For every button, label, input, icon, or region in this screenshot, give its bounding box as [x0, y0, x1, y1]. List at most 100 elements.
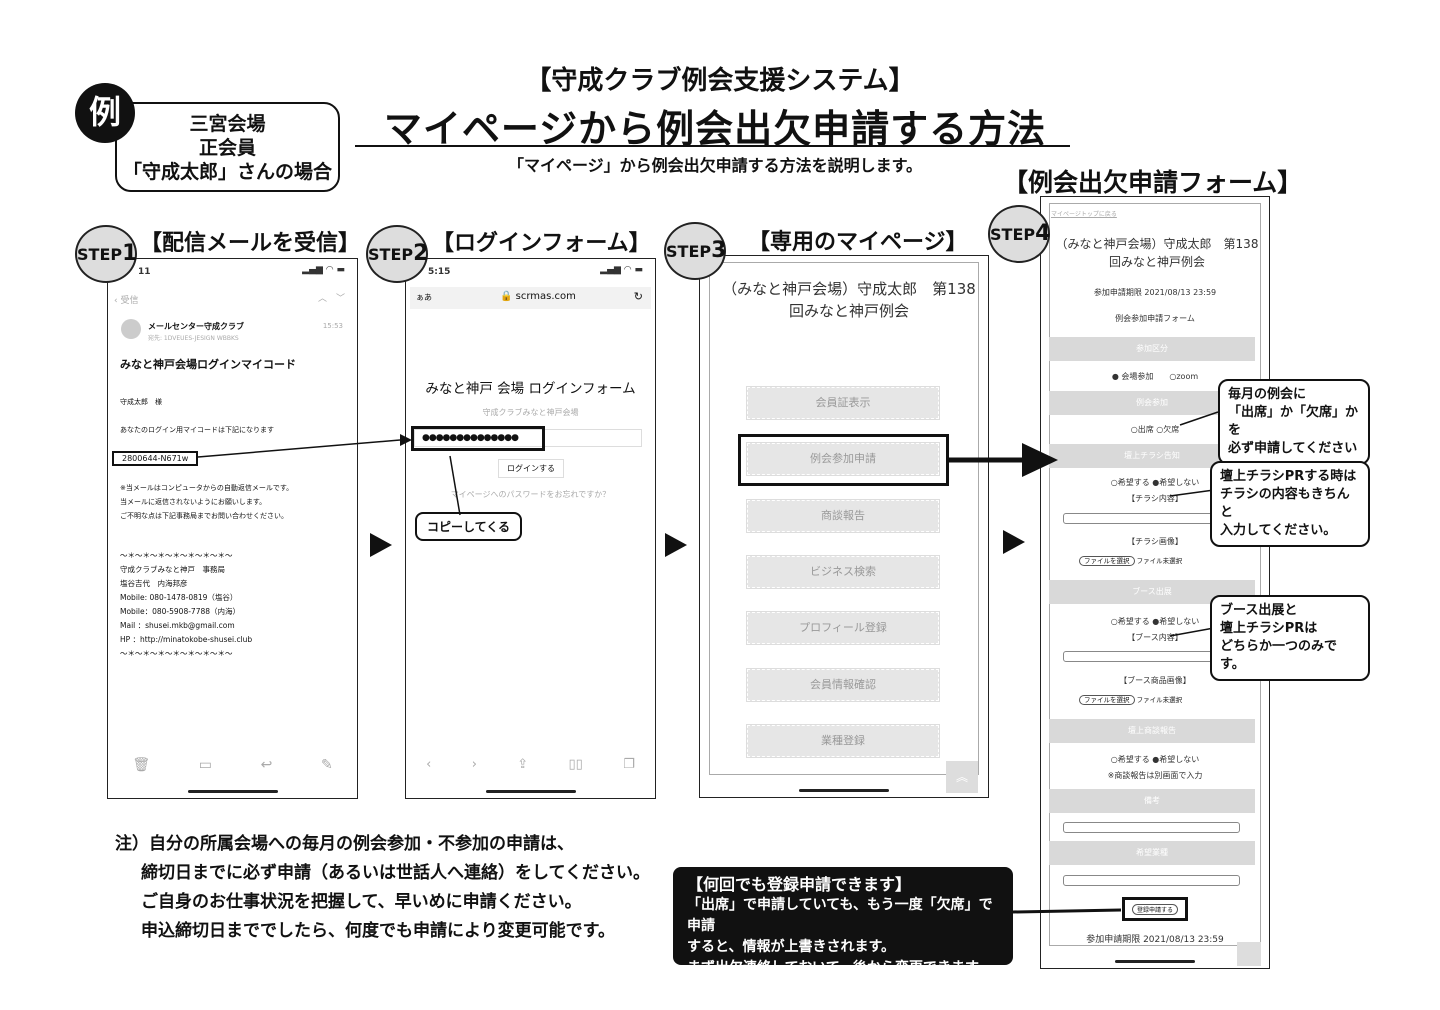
- callout-line: ブース出展と: [1220, 603, 1298, 618]
- sender: メールセンター守成クラブ: [148, 322, 244, 331]
- talk-note: ※商談報告は別画面で入力: [1107, 771, 1203, 780]
- file-button[interactable]: ファイルを選択: [1079, 556, 1135, 566]
- bookmarks-icon[interactable]: ▯▯: [568, 757, 583, 772]
- back-to-inbox[interactable]: ‹ 受信: [114, 296, 139, 306]
- flyer-content-label: 【チラシ内容】: [1127, 494, 1183, 503]
- back-icon[interactable]: ‹: [426, 757, 432, 772]
- nav-arrows[interactable]: ︿ ﹀: [317, 294, 345, 304]
- note-line: 締切日までに必ず申請（あるいは世話人へ連絡）をしてください。: [141, 863, 650, 883]
- folder-icon[interactable]: ▭: [198, 757, 212, 773]
- reload-icon[interactable]: ↻: [633, 290, 643, 303]
- login-code: 2800644-N671w: [112, 451, 199, 466]
- menu-industry[interactable]: 業種登録: [746, 724, 940, 758]
- participation-radio[interactable]: ● 会場参加 ○zoom: [1111, 372, 1199, 381]
- menu-member-card[interactable]: 会員証表示: [746, 386, 940, 420]
- callout-line: どちらか一つのみです。: [1220, 639, 1338, 672]
- attendance-callout: 毎月の例会に「出席」か「欠席」かを必ず申請してください: [1218, 379, 1370, 465]
- industry-input[interactable]: [1063, 875, 1240, 886]
- callout-line: 毎月の例会に: [1228, 387, 1307, 402]
- note-line: 注）自分の所属会場への毎月の例会参加・不参加の申請は、: [115, 834, 574, 854]
- forward-icon[interactable]: ›: [471, 757, 477, 772]
- callout-line: 壇上チラシPRする時は: [1220, 469, 1357, 484]
- radio-label: 希望する: [1117, 755, 1150, 764]
- text-size-button[interactable]: ぁあ: [416, 293, 432, 302]
- step4-title: 【例会出欠申請フォーム】: [1003, 168, 1303, 197]
- mail-toolbar: 🗑 ▭ ↩ ✎: [108, 757, 357, 773]
- booth-image-label: 【ブース商品画像】: [1119, 676, 1191, 685]
- remarks-input[interactable]: [1063, 822, 1240, 833]
- forgot-password-link[interactable]: マイページへのパスワードをお忘れですか？: [450, 490, 611, 499]
- signature-line: 塩谷吉代 内海邦彦: [120, 579, 188, 588]
- menu-business-report[interactable]: 商談報告: [746, 499, 940, 533]
- scroll-top-button[interactable]: [1237, 942, 1261, 966]
- deadline-note: 注）自分の所属会場への毎月の例会参加・不参加の申請は、 締切日までに必ず申請（あ…: [115, 830, 650, 946]
- badge-label: STEP: [666, 242, 712, 261]
- status-icons: ▂▄▆ ◠ ▬: [302, 265, 345, 275]
- venue-label: 守成クラブみなと神戸会場: [482, 408, 579, 417]
- booth-callout: ブース出展と壇上チラシPRはどちらか一つのみです。: [1210, 595, 1370, 681]
- booth-radio[interactable]: ○希望する ●希望しない: [1110, 617, 1200, 626]
- file-button[interactable]: ファイルを選択: [1079, 695, 1135, 705]
- mail-screen: 11 ▂▄▆ ◠ ▬ ‹ 受信 ︿ ﹀ メールセンター守成クラブ 宛先: 1DV…: [107, 258, 358, 799]
- step1-title: 【配信メールを受信】: [140, 231, 361, 256]
- no-file-label: ファイル未選択: [1136, 696, 1183, 704]
- talk-radio[interactable]: ○希望する ●希望しない: [1110, 755, 1200, 764]
- resubmit-info-box: 【何回でも登録申請できます】 「出席」で申請していても、もう一度「欠席」で申請 …: [673, 867, 1013, 976]
- intro: あなたのログイン用マイコードは下記になります: [120, 426, 274, 434]
- step4-badge: STEP4: [988, 205, 1050, 263]
- badge-number: 1: [122, 241, 138, 266]
- flyer-radio[interactable]: ○希望する ●希望しない: [1110, 478, 1200, 487]
- scroll-top-button[interactable]: ︽: [946, 761, 978, 793]
- mypage-screen: （みなと神戸会場）守成太郎 第138回みなと神戸例会 会員証表示 例会参加申請 …: [699, 255, 989, 798]
- login-button[interactable]: ログインする: [498, 459, 564, 478]
- callout-line: 「出席」か「欠席」かを: [1228, 405, 1359, 438]
- login-title: みなと神戸 会場 ログインフォーム: [425, 381, 636, 397]
- title-underline: [355, 145, 1070, 147]
- compose-icon[interactable]: ✎: [320, 757, 333, 773]
- signature-line: Mail ：shusei.mkb@gmail.com: [120, 621, 235, 630]
- next-arrow-icon: [665, 533, 687, 557]
- flyer-file-picker[interactable]: ファイルを選択 ファイル未選択: [1079, 555, 1182, 566]
- signature-line: Mobile: 080-1478-0819（塩谷）: [120, 593, 238, 602]
- browser-toolbar: ‹ › ⇪ ▯▯ ❐: [406, 757, 655, 772]
- menu-meeting-application[interactable]: 例会参加申請: [746, 442, 940, 476]
- tabs-icon[interactable]: ❐: [623, 757, 635, 772]
- home-indicator: [485, 790, 576, 793]
- case-line: 正会員: [198, 137, 256, 159]
- trash-icon[interactable]: 🗑: [132, 757, 151, 773]
- signature-line: Mobile：080-5908-7788（内海）: [120, 607, 241, 616]
- callout-line: チラシの内容もきちんと: [1220, 487, 1350, 520]
- avatar: [121, 319, 141, 339]
- submit-button[interactable]: 登録申請する: [1132, 904, 1179, 915]
- booth-file-picker[interactable]: ファイルを選択 ファイル未選択: [1079, 694, 1183, 705]
- menu-member-info[interactable]: 会員情報確認: [746, 668, 940, 702]
- system-subtitle: 【守成クラブ例会支援システム】: [525, 66, 915, 96]
- badge-number: 3: [711, 238, 727, 263]
- password-input[interactable]: [414, 429, 642, 447]
- flyer-callout: 壇上チラシPRする時はチラシの内容もきちんと入力してください。: [1210, 461, 1370, 547]
- recipient: 宛先: 1DVEUES-JESIGN WBBKS: [148, 335, 239, 342]
- section-remarks: 備考: [1049, 789, 1255, 813]
- section-talk-report: 壇上商談報告: [1049, 719, 1255, 743]
- deadline: 参加申請期限 2021/08/13 23:59: [1093, 288, 1217, 297]
- reply-icon[interactable]: ↩: [260, 757, 273, 773]
- next-arrow-icon: [370, 533, 392, 557]
- radio-label: 欠席: [1163, 425, 1180, 434]
- status-icons: ▂▄▆ ◠ ▬: [600, 265, 643, 275]
- info-line: すると、情報が上書きされます。: [687, 939, 896, 955]
- address-bar[interactable]: ぁあ 🔒 scrmas.com ↻: [410, 287, 651, 309]
- radio-label: 出席: [1137, 425, 1154, 434]
- menu-business-search[interactable]: ビジネス検索: [746, 555, 940, 589]
- share-icon[interactable]: ⇪: [517, 757, 529, 772]
- radio-label: zoom: [1176, 372, 1199, 381]
- section-desired-industry: 希望業種: [1049, 841, 1255, 865]
- radio-label: 希望しない: [1159, 617, 1200, 626]
- menu-profile[interactable]: プロフィール登録: [746, 611, 940, 645]
- attendance-radio[interactable]: ○出席 ○欠席: [1130, 425, 1180, 434]
- form-page-title: （みなと神戸会場）守成太郎 第138回みなと神戸例会: [1055, 237, 1259, 269]
- back-to-mypage-link[interactable]: マイページトップに戻る: [1051, 211, 1117, 218]
- form-title: 例会参加申請フォーム: [1115, 314, 1195, 323]
- deadline-bottom: 参加申請期限 2021/08/13 23:59: [1086, 935, 1224, 945]
